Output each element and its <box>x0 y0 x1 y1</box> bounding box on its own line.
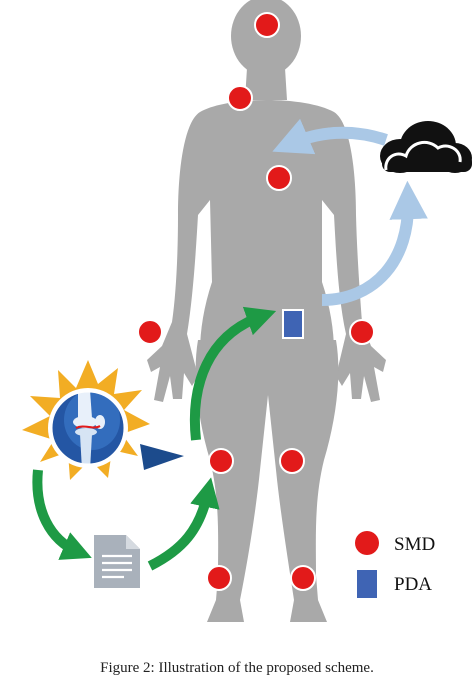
figure-caption: Figure 2: Illustration of the proposed s… <box>100 660 374 676</box>
smd-sensor-left-wrist <box>349 319 375 345</box>
smd-sensor-head <box>254 12 280 38</box>
knee-xray-icon <box>48 388 184 470</box>
document-icon <box>94 535 140 588</box>
pda-to-cloud-arrow <box>321 180 428 306</box>
body-to-pda-arrow <box>189 306 277 441</box>
smd-sensors <box>137 12 375 591</box>
legend-smd-label: SMD <box>394 534 436 555</box>
document-to-body-arrow <box>147 477 220 571</box>
smd-sensor-right-knee <box>208 448 234 474</box>
human-body-silhouette <box>147 0 386 622</box>
smd-sensor-right-wrist <box>137 319 163 345</box>
smd-sensor-left-ankle <box>290 565 316 591</box>
smd-sensor-right-ankle <box>206 565 232 591</box>
cloud-icon <box>380 121 472 173</box>
smd-sensor-left-knee <box>279 448 305 474</box>
legend-smd-marker <box>355 531 379 555</box>
pda-device <box>282 309 304 339</box>
smd-sensor-chest <box>266 165 292 191</box>
alert-to-document-arrow <box>32 469 92 560</box>
cloud-to-body-arrow <box>272 118 388 155</box>
smd-sensor-neck <box>227 85 253 111</box>
legend-pda-marker <box>357 570 377 598</box>
legend-pda-label: PDA <box>394 574 433 595</box>
